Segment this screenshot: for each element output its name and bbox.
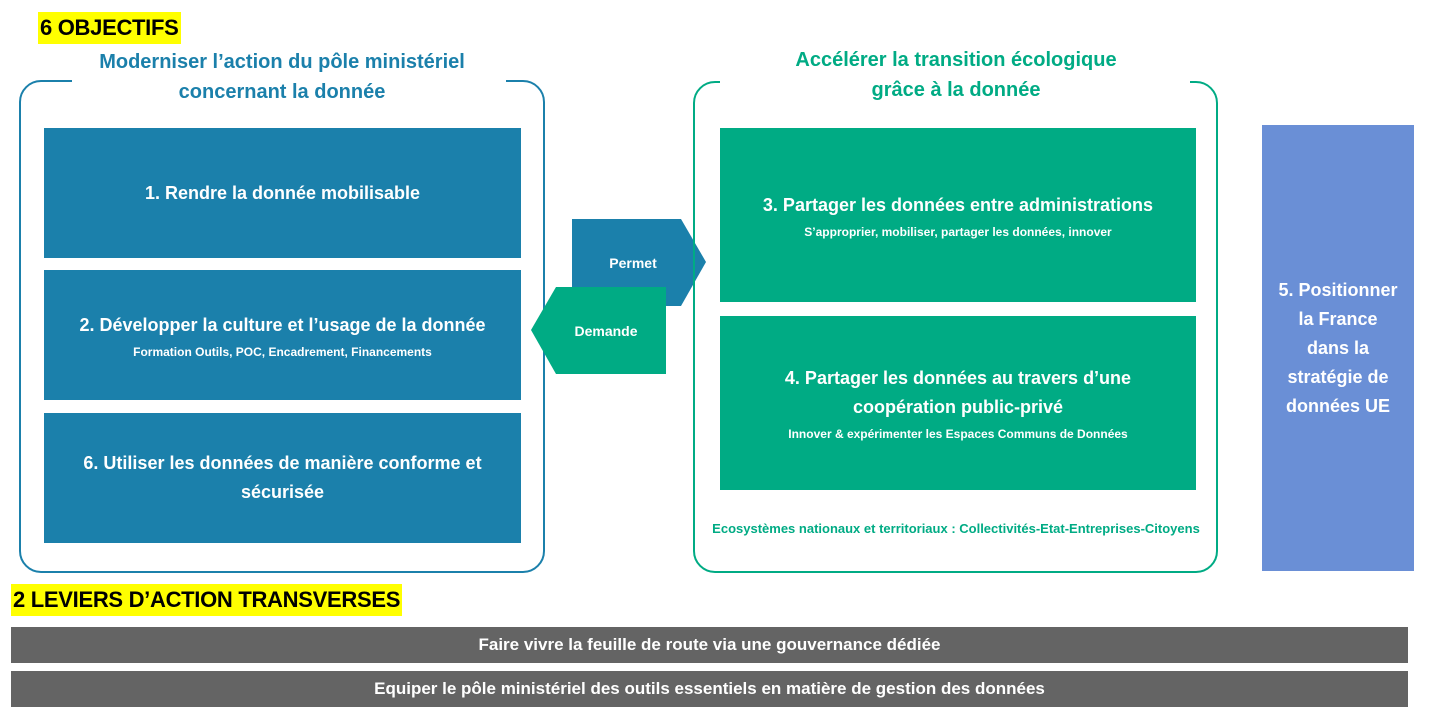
objective-6-box: 6. Utiliser les données de manière confo… — [44, 413, 521, 543]
objective-3-title: 3. Partager les données entre administra… — [762, 194, 1154, 215]
lever-1-bar: Faire vivre la feuille de route via une … — [11, 627, 1408, 663]
objective-6-title: 6. Utiliser les données de manière confo… — [83, 453, 482, 502]
permet-arrow-label: Permet — [609, 255, 657, 271]
objective-3-subtitle: S’approprier, mobiliser, partager les do… — [804, 224, 1112, 239]
objective-1-title: 1. Rendre la donnée mobilisable — [144, 182, 421, 203]
arrows-graphic — [531, 219, 706, 374]
objective-2-box: 2. Développer la culture et l’usage de l… — [44, 270, 521, 400]
objective-1-box: 1. Rendre la donnée mobilisable — [44, 128, 521, 258]
demande-arrow-shape — [531, 287, 666, 374]
right-frame-title-gap — [720, 79, 1190, 83]
objectives-heading: 6 OBJECTIFS — [38, 12, 181, 44]
left-frame-title-gap — [72, 78, 506, 82]
objective-4-subtitle: Innover & expérimenter les Espaces Commu… — [788, 427, 1128, 441]
demande-arrow-label: Demande — [574, 323, 638, 339]
objective-5-title: 5. Positionner la France dans la stratég… — [1278, 279, 1398, 416]
right-group-title-line2: grâce à la donnée — [871, 79, 1041, 101]
lever-1-label: Faire vivre la feuille de route via une … — [478, 635, 941, 654]
objective-2-title: 2. Développer la culture et l’usage de l… — [79, 314, 486, 335]
levers-heading: 2 LEVIERS D’ACTION TRANSVERSES — [11, 584, 403, 616]
objective-2-subtitle: Formation Outils, POC, Encadrement, Fina… — [133, 344, 432, 359]
right-group-title: Accélérer la transition écologique grâce… — [700, 45, 1212, 105]
lever-2-bar: Equiper le pôle ministériel des outils e… — [11, 671, 1408, 707]
lever-2-label: Equiper le pôle ministériel des outils e… — [374, 679, 1045, 698]
left-group-title-line2: concernant la donnée — [178, 81, 386, 103]
left-group-title: Moderniser l’action du pôle ministériel … — [40, 47, 524, 107]
right-group-footer: Ecosystèmes nationaux et territoriaux : … — [712, 521, 1200, 536]
permet-arrow-shape — [572, 219, 706, 306]
objective-5-box: 5. Positionner la France dans la stratég… — [1262, 125, 1414, 571]
objective-3-box: 3. Partager les données entre administra… — [720, 128, 1196, 302]
left-group-title-line1: Moderniser l’action du pôle ministériel — [99, 51, 465, 73]
objective-4-box: 4. Partager les données au travers d’une… — [720, 316, 1196, 490]
right-group-title-line1: Accélérer la transition écologique — [795, 49, 1117, 71]
objective-4-title: 4. Partager les données au travers d’une… — [784, 368, 1132, 417]
